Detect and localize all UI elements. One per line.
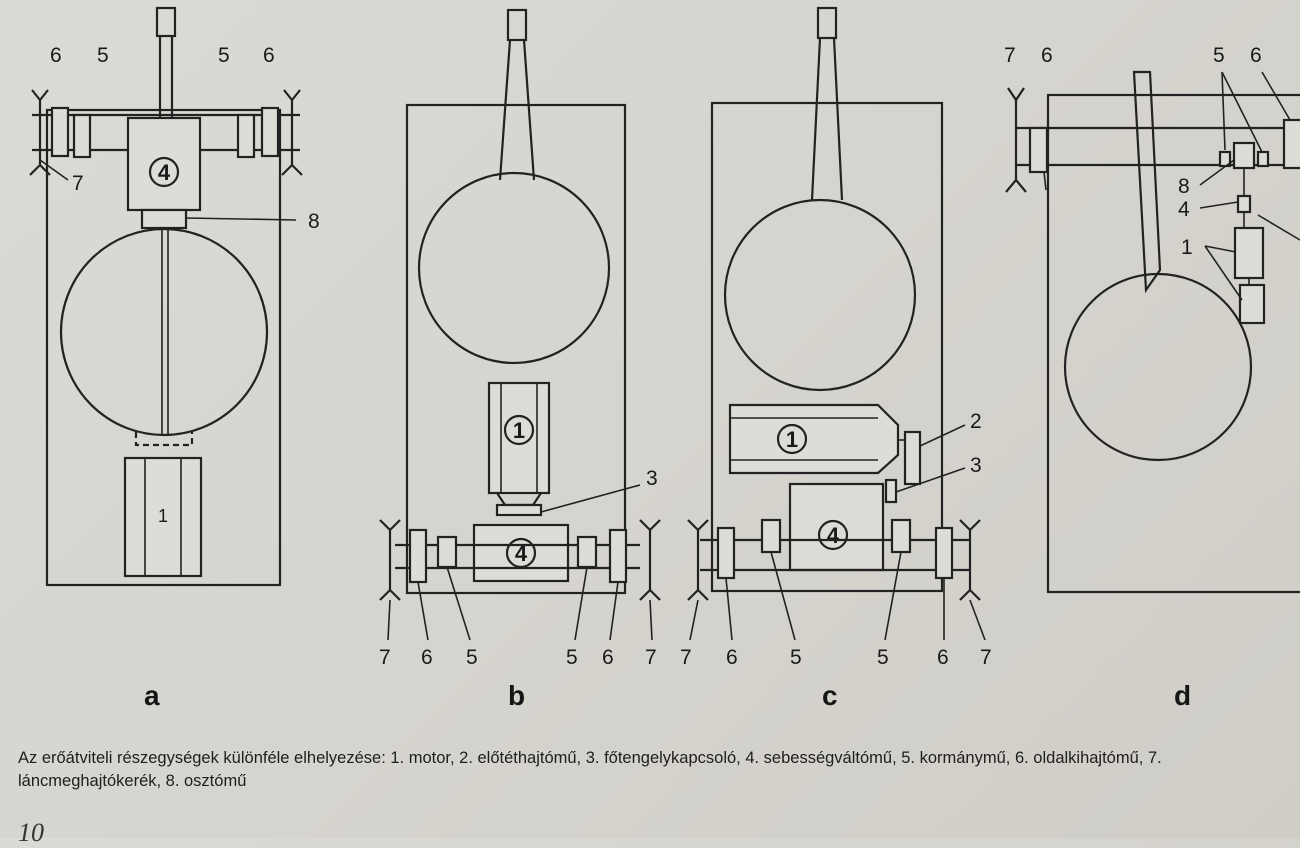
transfer-box <box>1232 141 1256 170</box>
sprocket-left <box>379 519 401 601</box>
final-drive-left <box>50 106 70 158</box>
transfer-box <box>140 208 188 230</box>
final-drive-left <box>408 528 428 584</box>
hull-outline <box>710 101 944 593</box>
powertrain-layout-diagram: 4 1 6 5 5 6 7 8 a 1 <box>29 6 1300 711</box>
label-7-right: 7 <box>980 646 992 669</box>
figure-caption: Az erőátviteli részegységek különféle el… <box>18 749 1162 790</box>
engine <box>123 456 203 578</box>
label-7-left: 7 <box>379 646 391 669</box>
label-6-left: 6 <box>421 646 433 669</box>
gearbox <box>788 482 885 572</box>
label-5-left: 5 <box>97 44 109 67</box>
label-1: 1 <box>158 506 168 526</box>
panel-letter-d: d <box>1174 680 1191 711</box>
label-5-right: 5 <box>877 646 889 669</box>
turret-ring <box>723 198 917 392</box>
engine <box>487 381 551 495</box>
label-4: 4 <box>1178 198 1190 221</box>
hull-outline <box>1046 93 1300 594</box>
steering-right <box>890 518 912 554</box>
label-8: 8 <box>1178 175 1190 198</box>
steering-right <box>1256 150 1270 168</box>
sprocket-left <box>29 89 51 176</box>
engine <box>1233 226 1265 280</box>
panel-d: 7 6 5 6 8 4 1 d <box>1004 44 1300 711</box>
label-3: 3 <box>970 454 982 477</box>
final-drive-right <box>1282 118 1300 170</box>
steering-right <box>576 535 598 569</box>
page-number: 10 <box>18 818 44 847</box>
final-drive-right <box>608 528 628 584</box>
label-4: 4 <box>158 160 171 185</box>
panel-letter-a: a <box>144 680 160 711</box>
gun-muzzle <box>816 6 838 40</box>
steering-left <box>760 518 782 554</box>
final-drive-left <box>716 526 736 580</box>
gun-muzzle <box>155 6 177 38</box>
label-5-right: 5 <box>566 646 578 669</box>
label-1: 1 <box>786 427 798 452</box>
turret-ring <box>417 171 611 365</box>
final-drive-right <box>260 106 280 158</box>
label-5-left: 5 <box>466 646 478 669</box>
label-7: 7 <box>72 172 84 195</box>
label-5: 5 <box>1213 44 1225 67</box>
gun-muzzle <box>506 8 528 42</box>
label-1: 1 <box>513 418 525 443</box>
final-drive-left <box>1028 126 1049 174</box>
label-5-left: 5 <box>790 646 802 669</box>
sprocket-left <box>687 519 709 601</box>
label-6-left: 6 <box>50 44 62 67</box>
sprocket-right <box>639 519 661 601</box>
label-6-right: 6 <box>602 646 614 669</box>
sprocket-right <box>959 519 981 601</box>
label-7-left: 7 <box>680 646 692 669</box>
panel-c: 1 4 2 3 7 6 5 5 6 7 <box>680 6 992 711</box>
label-6-right: 6 <box>263 44 275 67</box>
panel-letter-b: b <box>508 680 525 711</box>
engine-rear <box>1238 283 1266 325</box>
steering-left <box>436 535 458 569</box>
steering-left <box>72 113 92 159</box>
label-5-right: 5 <box>218 44 230 67</box>
label-1: 1 <box>1181 236 1193 259</box>
label-7: 7 <box>1004 44 1016 67</box>
gun-barrel <box>1132 70 1162 294</box>
label-4: 4 <box>827 523 840 548</box>
sprocket-left <box>1005 87 1027 193</box>
panel-b: 1 4 3 7 6 5 5 6 7 b <box>379 8 661 711</box>
label-6-left: 6 <box>1041 44 1053 67</box>
reduction-gear <box>903 430 922 486</box>
panel-letter-c: c <box>822 680 838 711</box>
label-8: 8 <box>308 210 320 233</box>
sprocket-right <box>281 89 303 176</box>
label-6-right: 6 <box>1250 44 1262 67</box>
label-4: 4 <box>515 541 528 566</box>
gearbox <box>472 523 570 583</box>
engine <box>728 403 900 475</box>
gearbox <box>1236 194 1252 214</box>
label-2: 2 <box>970 410 982 433</box>
hull-outline <box>45 108 282 587</box>
panel-a: 4 1 6 5 5 6 7 8 a <box>29 6 320 711</box>
label-3: 3 <box>646 467 658 490</box>
clutch <box>495 503 543 517</box>
turret-ring <box>1063 272 1253 462</box>
label-6-right: 6 <box>937 646 949 669</box>
clutch <box>884 478 898 504</box>
final-drive-right <box>934 526 954 580</box>
label-7-right: 7 <box>645 646 657 669</box>
label-6-left: 6 <box>726 646 738 669</box>
turret-ring <box>59 227 269 437</box>
hull-outline <box>405 103 627 595</box>
steering-right <box>236 113 256 159</box>
